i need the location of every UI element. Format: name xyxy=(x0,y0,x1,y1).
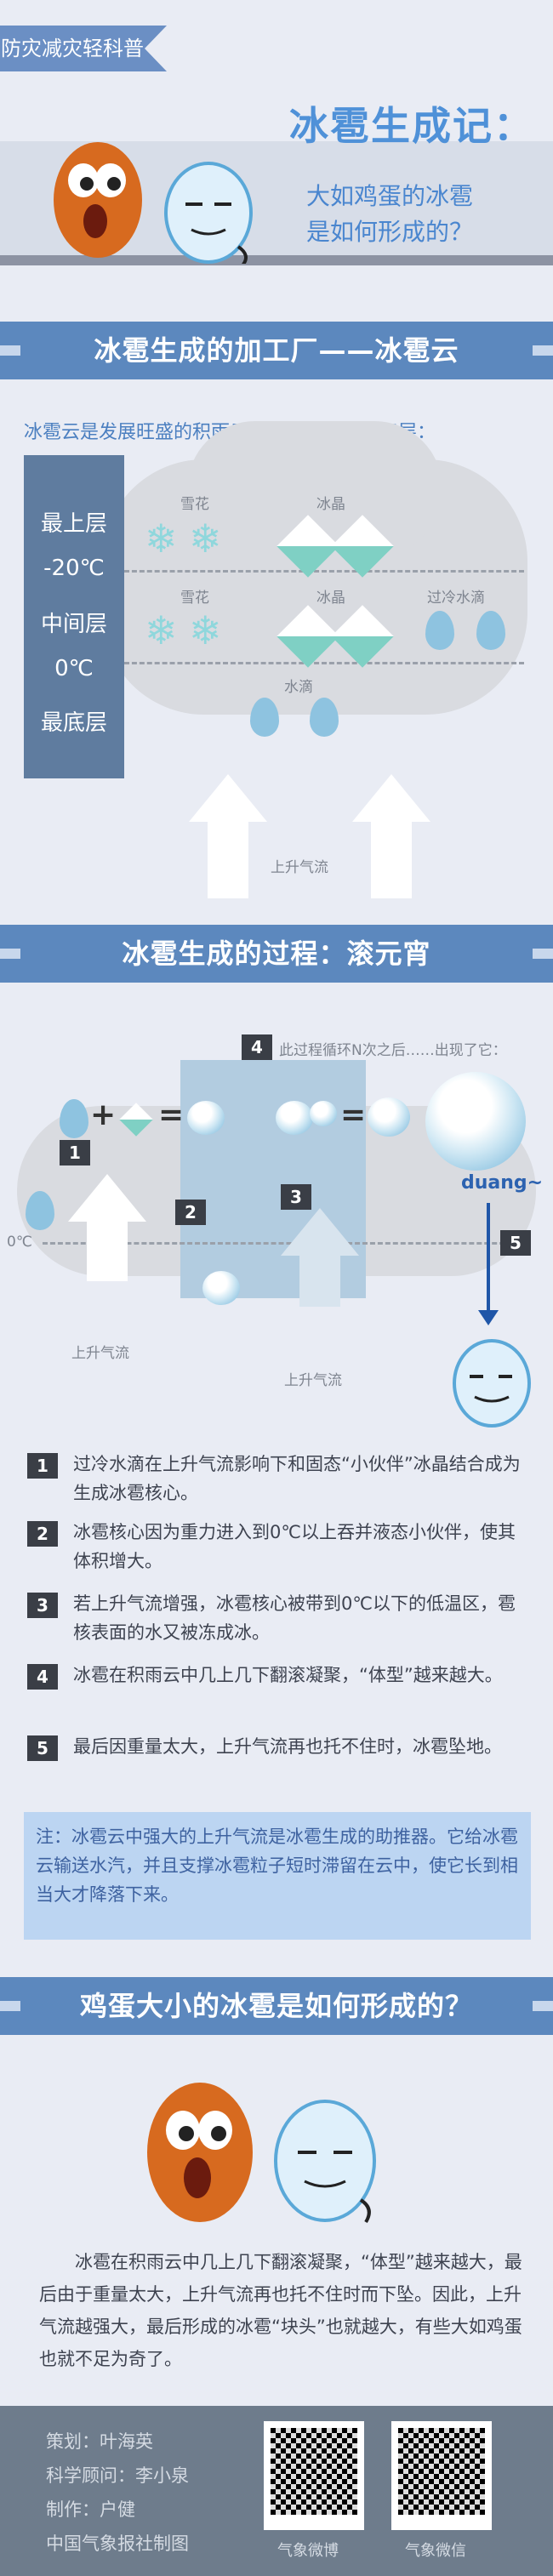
duang-text: duang~ xyxy=(461,1172,544,1194)
divider-minus20 xyxy=(124,570,524,573)
hail-core-icon xyxy=(202,1271,240,1305)
page-subtitle: 大如鸡蛋的冰雹 是如何形成的？ xyxy=(306,179,473,250)
fall-arrow-icon xyxy=(478,1310,499,1325)
label-supercooled: 过冷水滴 xyxy=(427,590,485,607)
hail-core-icon xyxy=(276,1101,313,1135)
updraft-arrow-left-icon xyxy=(68,1174,146,1281)
step-text: 冰雹在积雨云中几上几下翻滚凝聚，“体型”越来越大。 xyxy=(73,1665,503,1685)
credit-advisor: 科学顾问：李小泉 xyxy=(46,2465,189,2486)
hailstone-mascot-icon xyxy=(453,1339,531,1428)
updraft-arrow-right-icon xyxy=(281,1208,359,1307)
hailstone-mascot-icon xyxy=(164,162,253,264)
water-drop-icon xyxy=(425,611,454,650)
hail-core-icon xyxy=(187,1101,225,1135)
subtitle-line-2: 是如何形成的？ xyxy=(306,218,474,246)
step-text: 若上升气流增强，冰雹核心被带到0℃以下的低温区，雹核表面的水又被冻成冰。 xyxy=(73,1593,516,1643)
step-number: 2 xyxy=(27,1521,58,1547)
zero-label: 0℃ xyxy=(7,1234,32,1251)
egg-mascot-icon xyxy=(147,2083,253,2222)
wechat-qr-code[interactable] xyxy=(391,2421,492,2530)
water-drop-icon xyxy=(250,698,279,737)
step-item: 4 冰雹在积雨云中几上几下翻滚凝聚，“体型”越来越大。 xyxy=(24,1661,534,1725)
hailstone-mascot-icon xyxy=(274,2100,376,2224)
equals-icon: = xyxy=(340,1097,367,1132)
step-number: 3 xyxy=(27,1593,58,1618)
snowflake-icon: ❄ xyxy=(189,607,222,653)
hail-grown-icon xyxy=(368,1097,410,1137)
step-item: 3 若上升气流增强，冰雹核心被带到0℃以下的低温区，雹核表面的水又被冻成冰。 xyxy=(24,1589,534,1654)
note-text: 注：冰雹云中强大的上升气流是冰雹生成的助推器。它给冰雹云输送水汽，并且支撑冰雹粒… xyxy=(36,1827,518,1905)
label-crystal-top: 冰晶 xyxy=(316,496,345,513)
updraft-arrow-right-icon xyxy=(352,774,430,898)
layer-middle-label: 中间层 xyxy=(40,612,107,637)
label-water-drop: 水滴 xyxy=(284,679,313,696)
water-drop-icon xyxy=(60,1099,88,1138)
step-item: 2 冰雹核心因为重力进入到0℃以上吞并液态小伙伴，使其体积增大。 xyxy=(24,1518,534,1582)
step-number: 4 xyxy=(27,1664,58,1690)
section-3-title: 鸡蛋大小的冰雹是如何形成的？ xyxy=(0,1977,553,2035)
step-badge-3: 3 xyxy=(281,1184,311,1210)
step-badge-1: 1 xyxy=(60,1140,90,1165)
equals-icon: = xyxy=(158,1097,185,1132)
cycle-note: 此过程循环N次之后……出现了它： xyxy=(279,1042,507,1059)
step-item: 1 过冷水滴在上升气流影响下和固态“小伙伴”冰晶结合成为生成冰雹核心。 xyxy=(24,1450,534,1506)
note-box xyxy=(24,1812,531,1940)
label-snow-top: 雪花 xyxy=(180,496,209,513)
subtitle-line-1: 大如鸡蛋的冰雹 xyxy=(306,182,474,210)
steps-list: 1 过冷水滴在上升气流影响下和固态“小伙伴”冰晶结合成为生成冰雹核心。 2 冰雹… xyxy=(24,1450,534,1797)
step-badge-5: 5 xyxy=(500,1230,531,1256)
layer-temp-minus20: -20℃ xyxy=(43,556,105,581)
wechat-qr-label: 气象微信 xyxy=(405,2542,466,2560)
water-drop-icon xyxy=(26,1191,54,1230)
section-1-title: 冰雹生成的加工厂——冰雹云 xyxy=(0,322,553,379)
updraft-arrow-left-icon xyxy=(189,774,267,898)
layer-bottom-label: 最底层 xyxy=(40,710,107,736)
updraft-label-right: 上升气流 xyxy=(284,1372,342,1389)
step-text: 过冷水滴在上升气流影响下和固态“小伙伴”冰晶结合成为生成冰雹核心。 xyxy=(73,1454,521,1503)
water-drop-icon xyxy=(476,611,505,650)
step-text: 冰雹核心因为重力进入到0℃以上吞并液态小伙伴，使其体积增大。 xyxy=(73,1522,516,1571)
credit-producer: 制作：户健 xyxy=(46,2499,135,2520)
hail-core-icon xyxy=(310,1101,337,1126)
layer-temp-zero: 0℃ xyxy=(54,656,94,681)
credit-publisher: 中国气象报社制图 xyxy=(46,2533,189,2554)
weibo-qr-label: 气象微博 xyxy=(277,2542,339,2560)
snowflake-icon: ❄ xyxy=(189,516,222,561)
weibo-qr-code[interactable] xyxy=(264,2421,364,2530)
plus-icon: + xyxy=(90,1097,117,1132)
hero-stripe xyxy=(0,255,553,265)
snowflake-icon: ❄ xyxy=(145,516,178,561)
credits: 策划：叶海英 科学顾问：李小泉 制作：户健 中国气象报社制图 xyxy=(46,2425,189,2561)
layer-top-label: 最上层 xyxy=(40,511,107,537)
updraft-label: 上升气流 xyxy=(271,859,328,876)
step-item: 5 最后因重量太大，上升气流再也托不住时，冰雹坠地。 xyxy=(24,1732,534,1797)
category-tag: 防灾减灾轻科普 xyxy=(0,26,167,71)
divider-zero xyxy=(124,662,524,664)
cloud-layers-panel: 最上层 -20℃ 中间层 0℃ 最底层 xyxy=(24,455,124,778)
step-text: 最后因重量太大，上升气流再也托不住时，冰雹坠地。 xyxy=(73,1736,502,1757)
egg-mascot-icon xyxy=(54,142,142,258)
big-hailstone-icon xyxy=(425,1072,526,1171)
step-badge-4: 4 xyxy=(242,1034,272,1060)
label-crystal-middle: 冰晶 xyxy=(316,590,345,607)
updraft-label-left: 上升气流 xyxy=(71,1345,129,1362)
section-2-title: 冰雹生成的过程：滚元宵 xyxy=(0,925,553,983)
credit-planner: 策划：叶海英 xyxy=(46,2431,153,2452)
step-number: 1 xyxy=(27,1453,58,1479)
label-snow-middle: 雪花 xyxy=(180,590,209,607)
page-title: 冰雹生成记： xyxy=(289,103,534,149)
section-3-paragraph: 冰雹在积雨云中几上几下翻滚凝聚，“体型”越来越大，最后由于重量太大，上升气流再也… xyxy=(39,2252,522,2369)
step-number: 5 xyxy=(27,1735,58,1761)
fall-arrow-shaft xyxy=(487,1203,490,1314)
snowflake-icon: ❄ xyxy=(145,607,178,653)
step-badge-2: 2 xyxy=(175,1200,206,1225)
water-drop-icon xyxy=(310,698,339,737)
